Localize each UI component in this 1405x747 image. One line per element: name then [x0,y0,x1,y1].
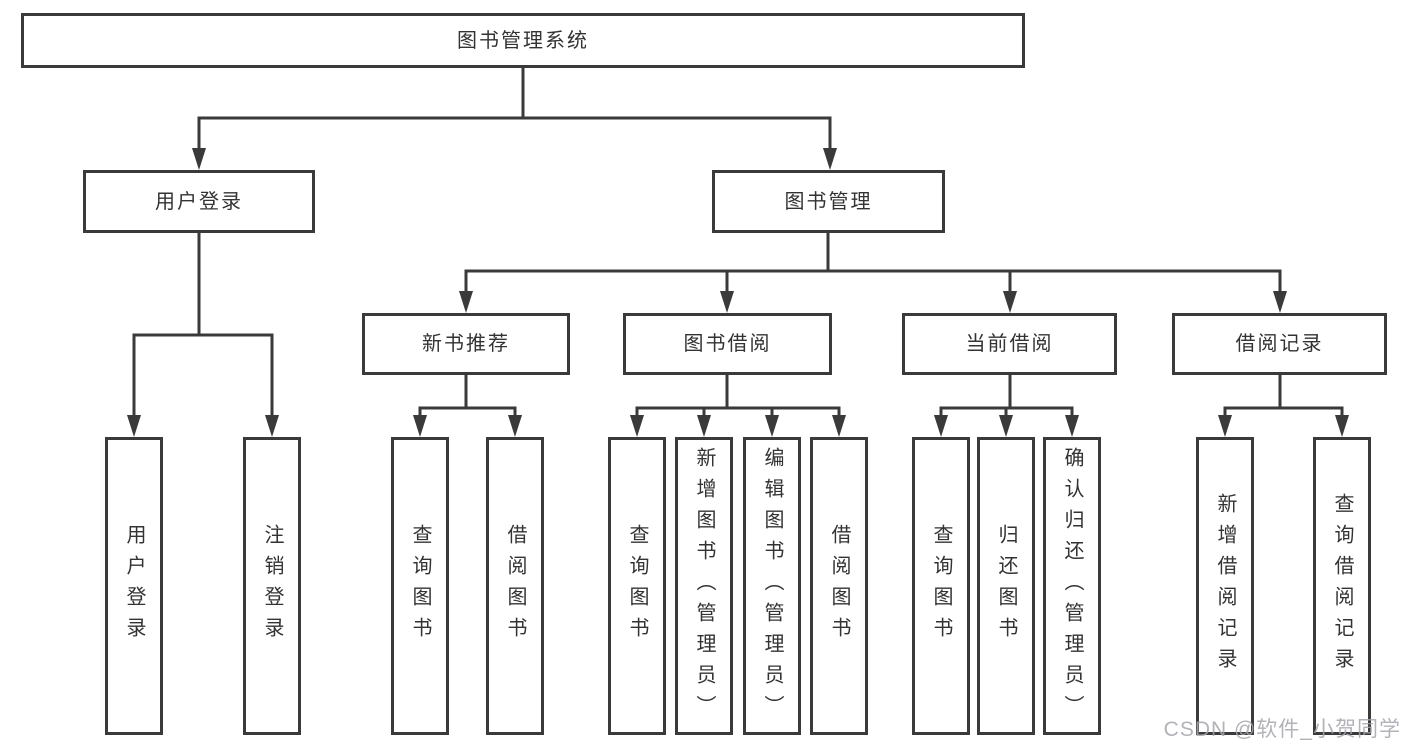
leaf-borrow-books: 借阅图书 [810,437,868,735]
leaf-label: 用户登录 [123,524,145,648]
leaf-borrow-books: 借阅图书 [486,437,544,735]
node-book-borrow: 图书借阅 [623,313,832,375]
node-borrow-records: 借阅记录 [1172,313,1387,375]
leaf-label: 编辑图书（管理员） [761,446,783,726]
leaf-edit-books-admin: 编辑图书（管理员） [743,437,801,735]
leaf-query-books: 查询图书 [912,437,970,735]
leaf-query-books: 查询图书 [391,437,449,735]
leaf-label: 归还图书 [995,524,1017,648]
node-label: 图书借阅 [683,333,772,355]
leaf-label: 查询图书 [930,524,952,648]
leaf-label: 确认归还（管理员） [1061,446,1083,726]
node-book-management: 图书管理 [712,170,945,233]
leaf-query-books: 查询图书 [608,437,666,735]
node-label: 当前借阅 [965,333,1054,355]
leaf-confirm-return-admin: 确认归还（管理员） [1043,437,1101,735]
leaf-label: 查询图书 [409,524,431,648]
node-label: 用户登录 [155,190,243,213]
leaf-user-login: 用户登录 [105,437,163,735]
leaf-label: 借阅图书 [504,524,526,648]
watermark: CSDN @软件_小贺同学 [1163,718,1401,741]
leaf-label: 注销登录 [261,524,283,648]
leaf-add-books-admin: 新增图书（管理员） [675,437,733,735]
node-new-book-recommend: 新书推荐 [362,313,570,375]
node-user-login: 用户登录 [83,170,315,233]
leaf-label: 借阅图书 [828,524,850,648]
node-label: 图书管理系统 [457,29,589,52]
leaf-label: 查询借阅记录 [1331,493,1353,679]
leaf-label: 新增借阅记录 [1214,493,1236,679]
node-library-management-system: 图书管理系统 [21,13,1025,68]
leaf-label: 查询图书 [626,524,648,648]
node-label: 新书推荐 [422,333,510,355]
node-label: 借阅记录 [1235,333,1324,355]
leaf-return-books: 归还图书 [977,437,1035,735]
node-current-borrow: 当前借阅 [902,313,1117,375]
node-label: 图书管理 [784,190,873,213]
leaf-label: 新增图书（管理员） [693,446,715,726]
leaf-logout: 注销登录 [243,437,301,735]
leaf-add-borrow-record: 新增借阅记录 [1196,437,1254,735]
leaf-query-borrow-record: 查询借阅记录 [1313,437,1371,735]
